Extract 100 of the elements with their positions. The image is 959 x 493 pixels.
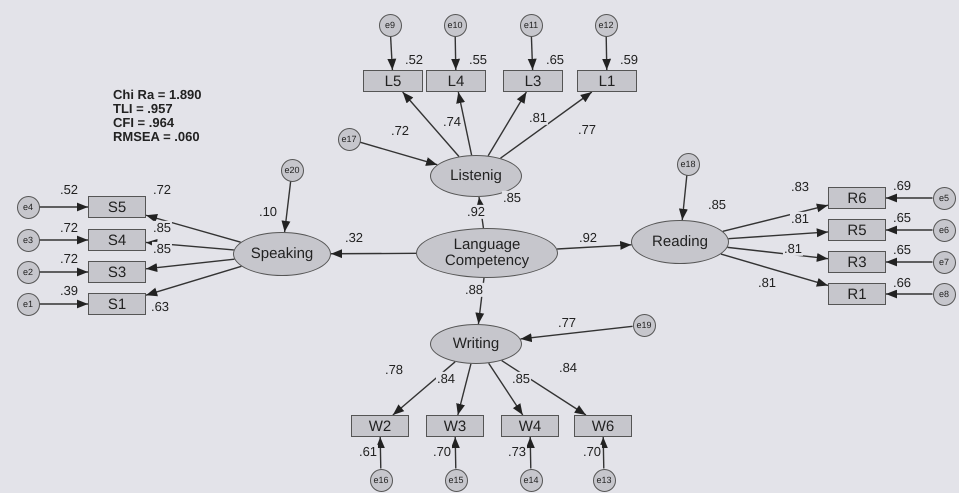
- error-circle: e18: [676, 152, 700, 176]
- error-circle: e14: [520, 468, 542, 492]
- path-arrow: [520, 326, 633, 342]
- coefficient-value: .85: [706, 198, 728, 212]
- path-arrow: [40, 300, 88, 308]
- path-arrow: [456, 364, 472, 416]
- edge-label: .78: [384, 362, 404, 378]
- indicator-box: L3: [503, 70, 563, 92]
- edge-label: .81: [790, 212, 810, 226]
- coefficient-value: .70: [582, 444, 602, 460]
- path-arrow: [475, 278, 485, 324]
- latent-ellipse: Speaking: [233, 232, 331, 276]
- coefficient-value: .70: [432, 444, 452, 460]
- edge-label: .84: [558, 360, 578, 376]
- path-arrow: [146, 266, 242, 296]
- path-arrow: [451, 36, 460, 70]
- path-arrow: [387, 36, 396, 70]
- edge-label: .81: [782, 242, 804, 256]
- indicator-box: W3: [426, 415, 484, 437]
- coefficient-value: .65: [892, 242, 912, 258]
- edge-label: .85: [152, 220, 172, 236]
- path-arrow: [728, 228, 828, 240]
- indicator-box: S3: [88, 261, 146, 283]
- error-circle: e7: [932, 250, 956, 274]
- error-circle: e4: [16, 196, 40, 218]
- path-arrow: [720, 253, 828, 287]
- latent-ellipse: Language Competency: [416, 228, 558, 278]
- coefficient-value: .66: [892, 276, 912, 290]
- error-circle: e1: [16, 292, 40, 316]
- path-arrow: [488, 92, 527, 156]
- path-arrow: [392, 361, 456, 416]
- indicator-box: W6: [574, 415, 632, 437]
- edge-label: .92: [578, 230, 598, 246]
- edge-label: .32: [344, 230, 364, 246]
- indicator-box: W4: [501, 415, 559, 437]
- error-circle: e8: [932, 282, 956, 306]
- error-circle: e9: [378, 14, 402, 36]
- path-arrow: [360, 142, 438, 166]
- error-circle: e15: [444, 468, 468, 492]
- path-arrow: [557, 240, 632, 250]
- indicator-box: R3: [828, 251, 886, 273]
- coefficient-value: .39: [58, 284, 80, 298]
- coefficient-value: .65: [544, 52, 566, 68]
- path-arrow: [146, 214, 241, 243]
- path-arrow: [678, 175, 688, 220]
- path-arrow: [456, 92, 472, 156]
- indicator-box: L1: [577, 70, 637, 92]
- indicator-box: L4: [426, 70, 486, 92]
- path-arrow: [528, 36, 537, 70]
- path-arrow: [282, 181, 292, 232]
- error-circle: e20: [280, 158, 304, 182]
- latent-ellipse: Writing: [430, 324, 522, 364]
- edge-label: .85: [510, 372, 532, 386]
- error-circle: e5: [932, 186, 956, 210]
- error-circle: e12: [594, 14, 618, 36]
- edge-label: .84: [436, 372, 456, 386]
- indicator-box: R6: [828, 187, 886, 209]
- path-arrow: [602, 36, 612, 70]
- coefficient-value: .10: [258, 204, 278, 220]
- latent-ellipse: Reading: [631, 220, 729, 264]
- path-arrow: [727, 246, 828, 262]
- path-arrow: [886, 258, 932, 266]
- edge-label: .81: [528, 110, 548, 126]
- coefficient-value: .85: [502, 190, 522, 206]
- indicator-box: R5: [828, 219, 886, 241]
- indicator-box: W2: [351, 415, 409, 437]
- indicator-box: S4: [88, 229, 146, 251]
- path-arrow: [501, 360, 586, 416]
- error-circle: e13: [592, 468, 616, 492]
- path-arrow: [40, 202, 88, 212]
- error-circle: e11: [520, 14, 542, 36]
- indicator-box: S5: [88, 196, 146, 218]
- coefficient-value: .59: [618, 52, 640, 68]
- path-arrow: [331, 249, 416, 258]
- fit-statistic: CFI = .964: [113, 116, 174, 130]
- error-circle: e19: [632, 314, 656, 336]
- indicator-box: R1: [828, 283, 886, 305]
- error-circle: e6: [932, 218, 956, 242]
- coefficient-value: .61: [358, 444, 378, 460]
- coefficient-value: .65: [892, 210, 912, 226]
- path-arrow: [500, 91, 592, 159]
- path-arrow: [40, 236, 88, 244]
- edge-label: .85: [152, 242, 172, 256]
- fit-statistic: Chi Ra = 1.890: [113, 88, 202, 102]
- edge-label: .63: [150, 300, 170, 314]
- coefficient-value: .55: [468, 52, 488, 68]
- error-circle: e17: [338, 128, 360, 150]
- coefficient-value: .52: [404, 52, 424, 68]
- path-arrow: [402, 92, 460, 157]
- path-arrow: [886, 194, 932, 202]
- error-circle: e2: [16, 260, 40, 284]
- edge-label: .88: [464, 282, 484, 298]
- indicator-box: L5: [363, 70, 423, 92]
- error-circle: e16: [370, 468, 392, 492]
- edge-label: .81: [756, 276, 778, 290]
- path-arrow: [526, 436, 535, 469]
- path-arrow: [598, 436, 608, 469]
- coefficient-value: .73: [506, 444, 528, 460]
- path-arrow: [146, 258, 234, 272]
- path-arrow: [376, 436, 385, 469]
